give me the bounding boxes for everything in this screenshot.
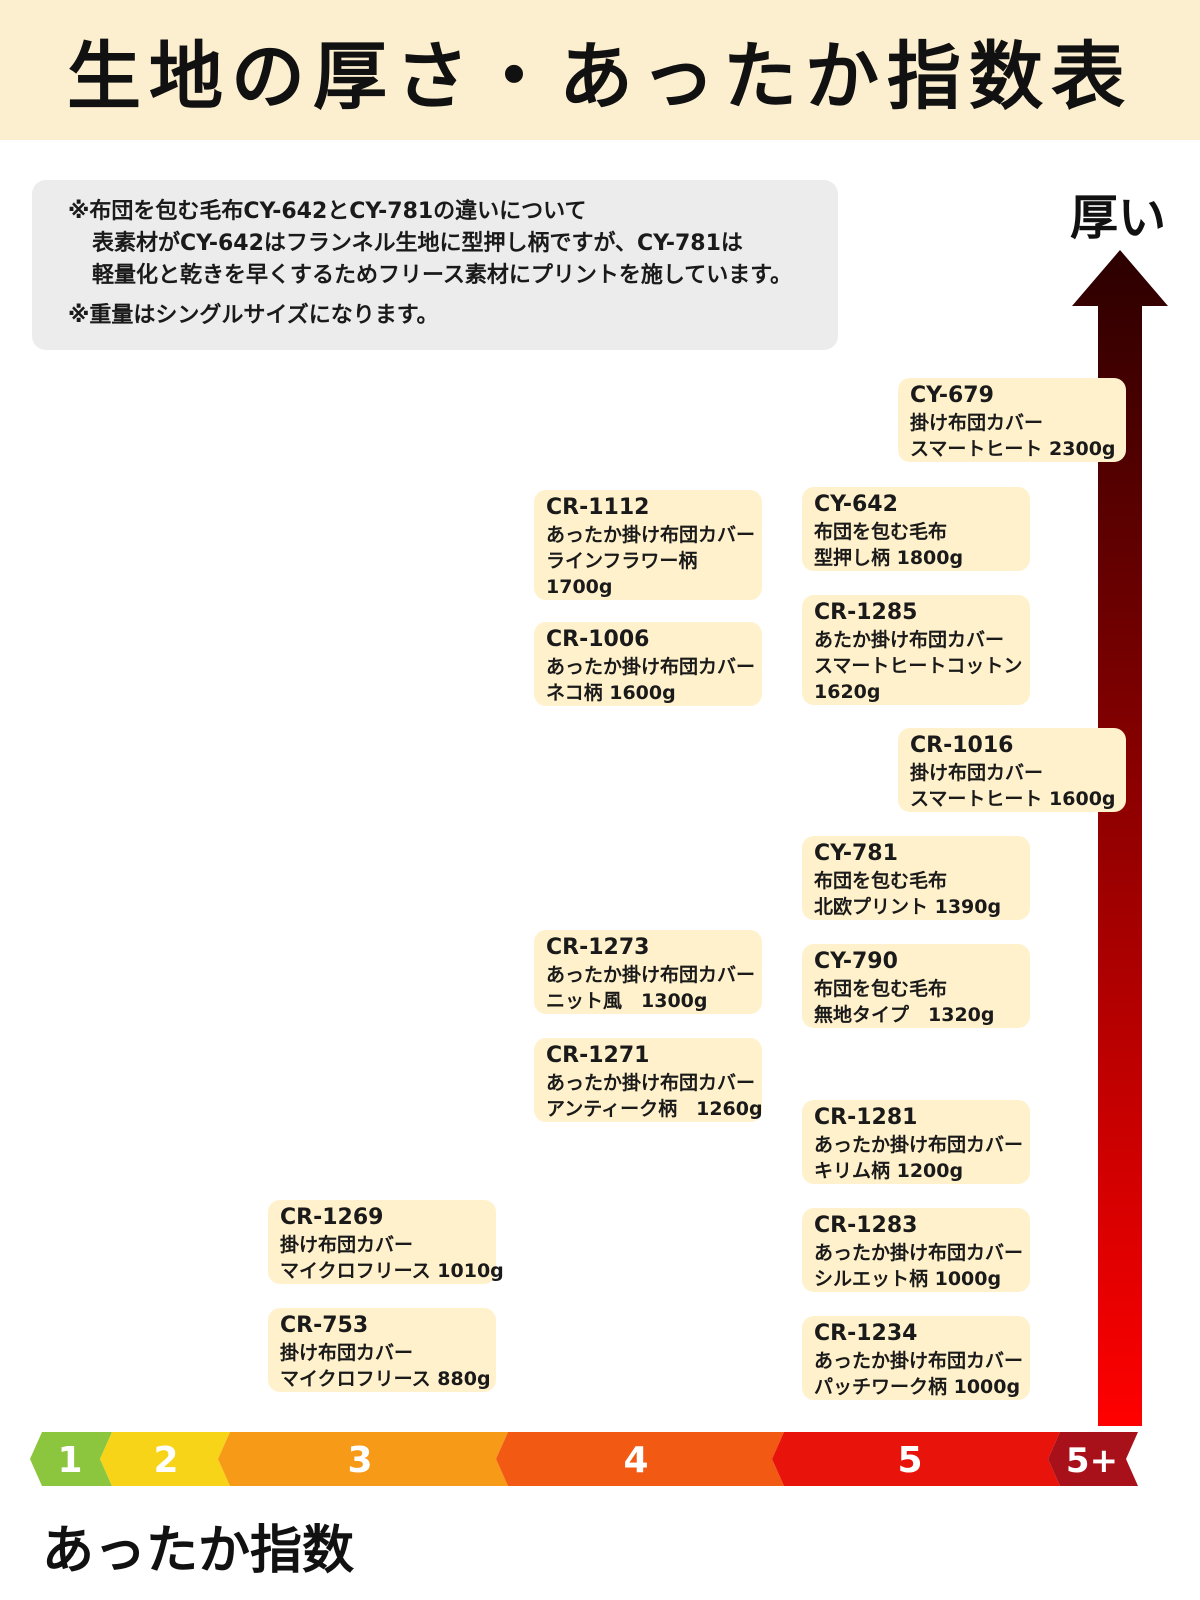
product-desc: ラインフラワー柄: [546, 550, 698, 572]
product-code: CR-1006: [546, 627, 650, 652]
product-code: CR-1269: [280, 1205, 384, 1230]
product-desc: 布団を包む毛布: [814, 870, 948, 892]
product-code: CY-679: [910, 383, 994, 408]
scale-segment-5plus: [1048, 1432, 1138, 1486]
product-card-cr-1016: CR-1016 掛け布団カバー スマートヒート 1600g: [898, 728, 1126, 812]
product-desc: マイクロフリース 1010g: [280, 1260, 504, 1282]
note-line: 軽量化と乾きを早くするためフリース素材にプリントを施しています。: [92, 263, 793, 288]
product-desc: あったか掛け布団カバー: [814, 1242, 1024, 1264]
note-box: ※布団を包む毛布CY-642とCY-781の違いについて 表素材がCY-642は…: [32, 180, 838, 350]
product-code: CR-1234: [814, 1321, 918, 1346]
product-code: CR-1016: [910, 733, 1014, 758]
note-line: ※重量はシングルサイズになります。: [68, 303, 439, 328]
arrow-label: 厚い: [1070, 190, 1167, 246]
product-desc: 布団を包む毛布: [814, 521, 948, 543]
product-card-cr-1283: CR-1283 あったか掛け布団カバー シルエット柄 1000g: [802, 1208, 1030, 1292]
product-desc: 1620g: [814, 681, 881, 703]
product-card-cr-753: CR-753 掛け布団カバー マイクロフリース 880g: [268, 1308, 496, 1392]
product-card-cy-790: CY-790 布団を包む毛布 無地タイプ 1320g: [802, 944, 1030, 1028]
product-desc: シルエット柄 1000g: [814, 1268, 1002, 1290]
product-code: CR-1281: [814, 1105, 918, 1130]
product-desc: あったか掛け布団カバー: [546, 1072, 756, 1094]
product-desc: あったか掛け布団カバー: [546, 524, 756, 546]
product-desc: 無地タイプ 1320g: [814, 1004, 995, 1026]
product-code: CR-753: [280, 1313, 369, 1338]
product-card-cy-642: CY-642 布団を包む毛布 型押し柄 1800g: [802, 487, 1030, 571]
product-desc: あったか掛け布団カバー: [546, 656, 756, 678]
product-code: CR-1273: [546, 935, 650, 960]
product-desc: あたか掛け布団カバー: [814, 629, 1005, 651]
scale-label: 5: [897, 1440, 922, 1481]
product-card-cr-1006: CR-1006 あったか掛け布団カバー ネコ柄 1600g: [534, 622, 762, 706]
product-desc: 布団を包む毛布: [814, 978, 948, 1000]
product-card-cr-1234: CR-1234 あったか掛け布団カバー パッチワーク柄 1000g: [802, 1316, 1030, 1400]
header-banner: [0, 0, 1200, 140]
scale-segment-4: [496, 1432, 784, 1486]
arrow-shape: [1072, 250, 1168, 1426]
product-desc: 北欧プリント 1390g: [814, 896, 1002, 918]
product-card-cy-679: CY-679 掛け布団カバー スマートヒート 2300g: [898, 378, 1126, 462]
scale-label: 1: [57, 1440, 82, 1481]
product-desc: あったか掛け布団カバー: [546, 964, 756, 986]
product-desc: 掛け布団カバー: [280, 1234, 414, 1256]
product-desc: スマートヒート 1600g: [910, 788, 1116, 810]
product-desc: パッチワーク柄 1000g: [814, 1376, 1021, 1398]
product-card-cr-1285: CR-1285 あたか掛け布団カバー スマートヒートコットン 1620g: [802, 595, 1030, 705]
scale-label: 3: [347, 1440, 372, 1481]
product-code: CR-1271: [546, 1043, 650, 1068]
product-card-cr-1273: CR-1273 あったか掛け布団カバー ニット風 1300g: [534, 930, 762, 1014]
product-desc: ネコ柄 1600g: [546, 682, 676, 704]
product-desc: 掛け布団カバー: [910, 762, 1044, 784]
product-desc: 1700g: [546, 576, 613, 598]
product-code: CY-781: [814, 841, 898, 866]
axis-title: あったか指数: [42, 1521, 355, 1581]
scale-segment-3: [218, 1432, 508, 1486]
product-card-cy-781: CY-781 布団を包む毛布 北欧プリント 1390g: [802, 836, 1030, 920]
product-desc: マイクロフリース 880g: [280, 1368, 491, 1390]
product-desc: ニット風 1300g: [546, 990, 708, 1012]
product-card-cr-1269: CR-1269 掛け布団カバー マイクロフリース 1010g: [268, 1200, 504, 1284]
product-code: CR-1285: [814, 600, 918, 625]
product-code: CY-790: [814, 949, 898, 974]
product-code: CR-1112: [546, 495, 650, 520]
product-desc: キリム柄 1200g: [814, 1160, 964, 1182]
page-title: 生地の厚さ・あったか指数表: [67, 33, 1133, 120]
thickness-arrow: [1072, 250, 1168, 1426]
product-desc: スマートヒートコットン: [814, 655, 1023, 677]
product-desc: あったか掛け布団カバー: [814, 1350, 1024, 1372]
product-code: CR-1283: [814, 1213, 918, 1238]
scale-segment-1: [30, 1432, 112, 1486]
scale-label: 4: [623, 1440, 648, 1481]
scale-label: 2: [153, 1440, 178, 1481]
product-desc: 掛け布団カバー: [280, 1342, 414, 1364]
note-line: ※布団を包む毛布CY-642とCY-781の違いについて: [68, 199, 587, 224]
product-desc: 掛け布団カバー: [910, 412, 1044, 434]
product-desc: あったか掛け布団カバー: [814, 1134, 1024, 1156]
scale-label: 5+: [1066, 1441, 1118, 1481]
product-card-cr-1271: CR-1271 あったか掛け布団カバー アンティーク柄 1260g: [534, 1038, 763, 1122]
product-desc: スマートヒート 2300g: [910, 438, 1116, 460]
note-line: 表素材がCY-642はフランネル生地に型押し柄ですが、CY-781は: [92, 231, 743, 256]
product-code: CY-642: [814, 492, 898, 517]
product-card-cr-1112: CR-1112 あったか掛け布団カバー ラインフラワー柄 1700g: [534, 490, 762, 600]
product-desc: アンティーク柄 1260g: [546, 1098, 763, 1120]
scale-segment-5: [772, 1432, 1060, 1486]
scale-segment-2: [100, 1432, 230, 1486]
product-card-cr-1281: CR-1281 あったか掛け布団カバー キリム柄 1200g: [802, 1100, 1030, 1184]
product-desc: 型押し柄 1800g: [814, 547, 964, 569]
warmth-scale: 1 2 3 4 5 5+: [30, 1432, 1138, 1486]
